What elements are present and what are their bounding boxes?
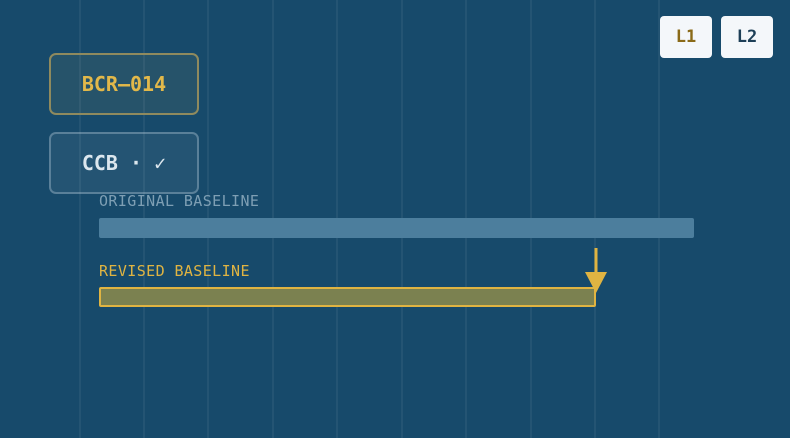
- level-1-button[interactable]: L1: [660, 16, 712, 58]
- original-baseline-bar: [99, 218, 694, 238]
- original-baseline-label: ORIGINAL BASELINE: [99, 192, 260, 210]
- ccb-approval-chip: CCB · ✓: [49, 132, 199, 194]
- level-2-button[interactable]: L2: [721, 16, 773, 58]
- arrow-down-icon: [584, 248, 607, 293]
- grid-line: [79, 0, 81, 438]
- change-request-chip: BCR–014: [49, 53, 199, 115]
- revised-baseline-bar: [99, 287, 596, 307]
- revised-baseline-label: REVISED BASELINE: [99, 262, 250, 280]
